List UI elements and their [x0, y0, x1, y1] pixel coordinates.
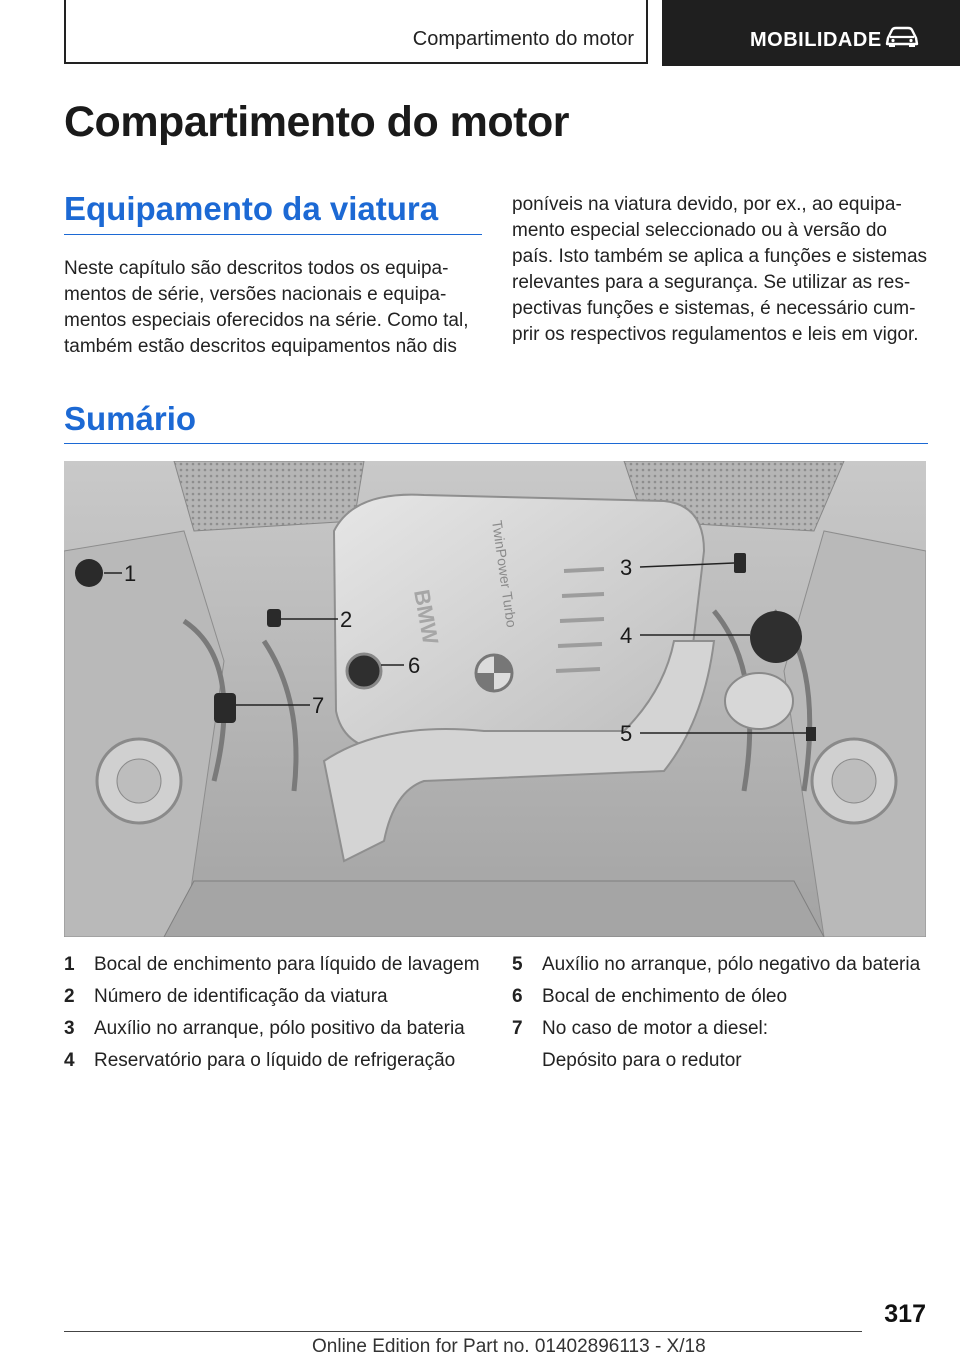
equipment-heading-rule: [64, 234, 482, 235]
legend-item: 3 Auxílio no arranque, pólo positivo da b…: [64, 1013, 484, 1045]
legend-item: 4 Reservatório para o líquido de refriger…: [64, 1045, 484, 1077]
legend-text: Auxílio no arranque, pólo negativo da ba…: [542, 954, 921, 975]
page-number: 317: [884, 1300, 926, 1328]
car-icon: [885, 26, 919, 47]
summary-heading-rule: [64, 443, 928, 444]
washer-fluid-cap: [75, 559, 103, 587]
legend-num: 5: [512, 954, 523, 975]
callout-1: 1: [124, 561, 136, 586]
legend-text: Número de identificação da viatura: [94, 986, 388, 1007]
legend-num: 2: [64, 986, 75, 1007]
positive-terminal: [734, 553, 746, 573]
engine-cover-ribs: [555, 567, 605, 673]
coolant-reservoir-cap: [750, 611, 802, 663]
equipment-text-left: Neste capítulo são descritos todos os eq…: [64, 258, 469, 357]
legend-num: 7: [512, 1018, 523, 1039]
legend-text: Bocal de enchimento para líquido de lava…: [94, 954, 480, 975]
adblue-tank-cap: [214, 693, 236, 723]
vin-plate-marker: [267, 609, 281, 627]
legend-num: 3: [64, 1018, 75, 1039]
legend-text: No caso de motor a diesel:: [542, 1018, 769, 1039]
header-section-box: Compartimento do motor: [64, 0, 648, 64]
callout-numbers: 1 2 3 4 5 6 7: [124, 555, 632, 746]
header-chapter-tab: MOBILIDADE: [662, 0, 960, 66]
legend-text: Depósito para o redutor: [542, 1050, 742, 1071]
page-title: Compartimento do motor: [64, 98, 569, 146]
callout-2: 2: [340, 607, 352, 632]
legend-text: Auxílio no arranque, pólo positivo da ba…: [94, 1018, 465, 1039]
callout-4: 4: [620, 623, 632, 648]
brake-fluid-reservoir: [724, 672, 794, 730]
footer-edition-text: Online Edition for Part no. 01402896113 …: [312, 1336, 706, 1357]
legend-text: Reservatório para o líquido de refrigera…: [94, 1050, 456, 1071]
callout-3: 3: [620, 555, 632, 580]
header-section-title: Compartimento do motor: [412, 28, 634, 50]
callout-lines: [104, 562, 806, 734]
callout-5: 5: [620, 721, 632, 746]
legend-num: 1: [64, 954, 75, 975]
legend-num: 4: [64, 1050, 75, 1071]
legend-text: Bocal de enchimento de óleo: [542, 986, 788, 1007]
right-fender-area: [783, 530, 926, 937]
front-crossmember: [163, 880, 825, 937]
callout-7: 7: [312, 693, 324, 718]
equipment-text-right: poníveis na viatura devido, por ex., ao …: [512, 194, 928, 345]
air-intake-duct: [322, 640, 716, 863]
legend-item: 7 No caso de motor a diesel:: [512, 1013, 932, 1045]
legend-num: 6: [512, 986, 523, 1007]
equipment-heading: Equipamento da viatura: [64, 190, 439, 227]
legend-item: 5 Auxílio no arranque, pólo negativo da b…: [512, 949, 932, 981]
callout-6: 6: [408, 653, 420, 678]
negative-terminal: [806, 727, 816, 741]
engine-compartment-figure: BMW TwinPower Turbo 1 2 3 4 5 6 7: [64, 461, 926, 937]
legend-item: 1 Bocal de enchimento para líquido de lav…: [64, 949, 484, 981]
left-fender-area: [64, 530, 225, 937]
left-mesh-panel: [173, 461, 365, 532]
oil-filler-cap: [345, 652, 383, 690]
header-chapter-label: MOBILIDADE: [750, 29, 882, 51]
summary-heading: Sumário: [64, 400, 197, 437]
footer-rule: [64, 1331, 862, 1332]
legend-right: 5 Auxílio no arranque, pólo negativo da b…: [512, 949, 932, 1077]
legend-item: 6 Bocal de enchimento de óleo: [512, 981, 932, 1013]
legend-left: 1 Bocal de enchimento para líquido de lav…: [64, 949, 484, 1077]
legend-item: 2 Número de identificação da viatura: [64, 981, 484, 1013]
legend-item: Depósito para o redutor: [512, 1045, 932, 1077]
